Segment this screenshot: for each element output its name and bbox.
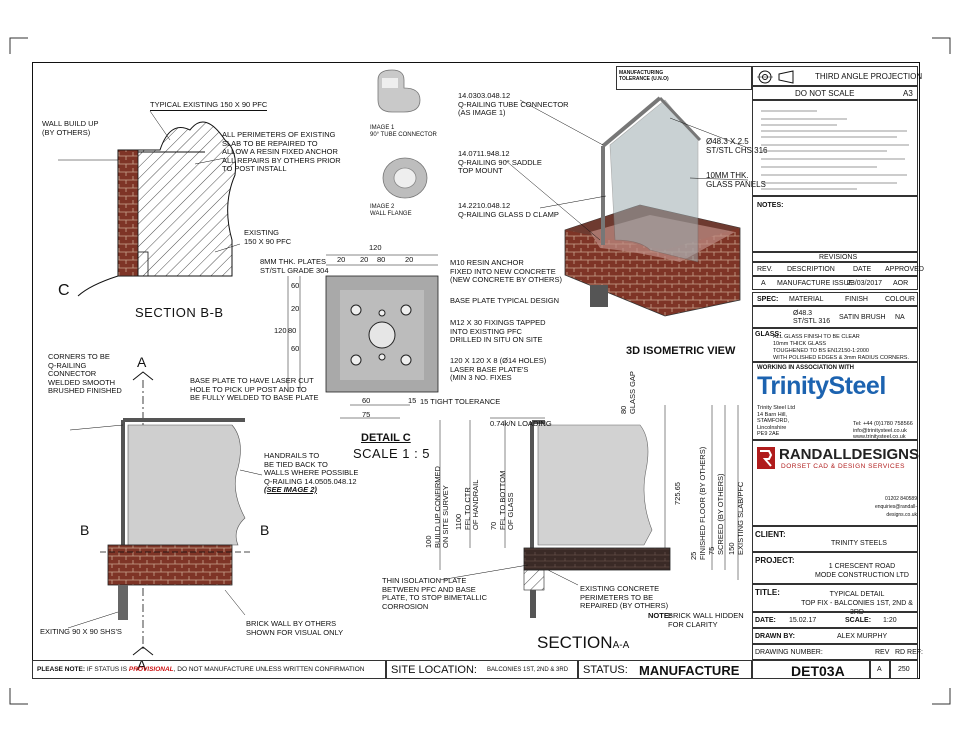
section-bb-drawing [58,110,241,297]
section-a-top-marker: A [137,354,147,370]
status-value: MANUFACTURE [639,663,740,678]
plates-holes-label: 120 X 120 X 8 (Ø14 HOLES) LASER BASE PLA… [450,356,547,382]
perimeters-label: ALL PERIMETERS OF EXISTING SLAB TO BE RE… [222,130,341,173]
section-c-marker: C [58,282,70,299]
randall-block: RANDALLDESIGNS DORSET CAD & DESIGN SERVI… [752,440,920,526]
tolerance-label: 15 TIGHT TOLERANCE [420,397,501,406]
drawing-number-header: DRAWING NUMBER: REV RD REF: [752,644,923,660]
dim-120-side: 120 [274,326,287,335]
tolerance-block: MANUFACTURING TOLERANCE (U.N.O) [616,66,752,90]
dim-75-label: 75 SCREED (BY OTHERS) [707,473,725,555]
existing-pfc-label: EXISTING 150 X 90 PFC [244,228,292,246]
isolation-label: THIN ISOLATION PLATE BETWEEN PFC AND BAS… [382,576,488,611]
brick-wall-label: BRICK WALL BY OTHERS SHOWN FOR VISUAL ON… [246,619,344,637]
image1-caption: IMAGE 1 90° TUBE CONNECTOR [370,125,437,138]
wall-build-up-label: WALL BUILD UP (BY OTHERS) [42,119,99,137]
randall-designs-logo: RANDALLDESIGNS [779,446,920,463]
section-aa-drawing [439,405,739,618]
drawing-number-cell: DET03A [752,660,870,679]
iso-view-title: 3D ISOMETRIC VIEW [626,345,736,357]
section-bb-title: SECTION B-B [135,305,224,320]
section-a-bottom-marker: A [137,657,147,673]
general-notes-block [752,100,918,196]
dim-150-label: 150 EXISTING SLAB/PFC [727,481,745,555]
dim-725-label: 725.65 [673,482,682,505]
please-note-bar: PLEASE NOTE: IF STATUS IS PROVISIONAL, D… [32,660,386,679]
dim-20-b: 20 [405,255,414,264]
do-not-scale-block: DO NOT SCALE A3 [752,86,918,100]
client-row: CLIENT: TRINITY STEELS [752,526,918,552]
shs-label: EXITING 90 X 90 SHS'S [40,627,122,636]
product-images [377,69,428,199]
dim-20-side: 20 [291,304,300,313]
drawn-by-row: DRAWN BY: ALEX MURPHY [752,628,918,644]
detail-c-scale: SCALE 1 : 5 [353,446,431,461]
fixings-label: M12 X 30 FIXINGS TAPPED INTO EXISTING PF… [450,318,546,344]
rd-ref-cell: 250 [890,660,918,679]
typical-pfc-label: TYPICAL EXISTING 150 X 90 PFC [150,100,268,111]
dim-80-top: 80 [377,255,386,264]
projection-block: THIRD ANGLE PROJECTION [752,66,922,86]
trinity-block: WORKING IN ASSOCIATION WITH TrinitySteel… [752,362,918,440]
dim-15: 15 [408,396,417,405]
trinity-steel-logo: TrinitySteel [757,372,886,400]
glass-label: 10mm THK. GLASS PANELS [706,171,766,189]
title-row: TITLE: TYPICAL DETAIL TOP FIX - BALCONIE… [752,584,918,616]
notes-box: NOTES: [752,196,918,252]
tube-connector-label: 14.0303.048.12 Q-RAILING TUBE CONNECTOR … [458,91,569,117]
dim-120-top: 120 [369,243,382,252]
date-scale-row: DATE: 15.02.17 SCALE: 1:20 [752,612,918,628]
rev-cell: A [870,660,890,679]
dim-60-bottom: 60 [362,396,371,405]
site-location-bar: SITE LOCATION: BALCONIES 1ST, 2ND & 3RD [386,660,578,679]
dim-80-side: 80 [288,326,297,335]
section-b-left-marker: B [80,522,90,538]
iso-view-drawing [504,96,749,317]
notes-text-lines [761,110,909,190]
status-bar: STATUS: MANUFACTURE [578,660,752,679]
anchor-label: M10 RESIN ANCHOR FIXED INTO NEW CONCRETE… [450,258,562,284]
section-aa-title: SECTIONA-A [537,633,630,652]
corners-label: CORNERS TO BE Q-RAILING CONNECTOR WELDED… [48,352,122,395]
see-image-label: (SEE IMAGE 2) [264,485,317,494]
glass-gap-label: 80 GLASS GAP [619,371,637,414]
clamp-label: 14.2210.048.12 Q-RAILING GLASS D CLAMP [458,201,559,219]
glass-spec-block: GLASS: ALL GLASS FINISH TO BE CLEAR 10mm… [752,328,918,362]
dim-75: 75 [362,410,371,419]
spec-row: Ø48.3 ST/STL 316 SATIN BRUSH NA [752,306,918,328]
section-b-right-marker: B [260,522,270,538]
spec-header-row: SPEC: MATERIAL FINISH COLOUR [752,292,918,306]
dim-25-label: 25 FINISHED FLOOR (BY OTHERS) [689,446,707,560]
project-row: PROJECT: 1 CRESCENT ROAD MODE CONSTRUCTI… [752,552,918,584]
dim-1100-label: 1100 FFL TO CTR OF HANDRAIL [454,479,480,530]
chs-label: Ø48.3 X 2.5 ST/STL CHS 316 [706,137,768,155]
saddle-label: 14.0711.948.12 Q-RAILING 90° SADDLE TOP … [458,149,542,175]
dim-20-c: 20 [360,255,369,264]
projection-symbol-icon [757,70,794,84]
revisions-row: A MANUFACTURE ISSUE 23/03/2017 AOR [752,276,918,290]
section-a-left-drawing [67,371,263,656]
revisions-header-row: REV. DESCRIPTION DATE APPROVED [752,262,924,276]
image2-caption: IMAGE 2 WALL FLANGE [370,204,412,217]
handrails-label: HANDRAILS TO BE TIED BACK TO WALLS WHERE… [264,451,359,486]
base-design-label: BASE PLATE TYPICAL DESIGN [450,296,560,305]
concrete-label: EXISTING CONCRETE PERIMETERS TO BE REPAI… [580,584,669,610]
plates-label: 8mm THK. PLATES ST/STL GRADE 304 [260,257,329,275]
loading-label: 0.74k/N LOADING [490,419,552,428]
note-label: NOTE: [648,611,672,620]
detail-c-drawing [287,254,439,419]
dim-100-label: 100 BUILD UP CONFIRMED ON SITE SURVEY [424,466,450,548]
randall-logo-icon [757,447,775,469]
detail-c-title: DETAIL C [361,432,411,444]
note-text: BRICK WALL HIDDEN FOR CLARITY [668,611,744,629]
laser-cut-label: BASE PLATE TO HAVE LASER CUT HOLE TO PIC… [190,376,319,402]
dim-20-a: 20 [337,255,346,264]
revisions-title: REVISIONS [752,252,918,262]
dim-60-a: 60 [291,281,300,290]
dim-70-label: 70 FFL TO BOTTOM OF GLASS [489,470,515,530]
dim-60-b: 60 [291,344,300,353]
